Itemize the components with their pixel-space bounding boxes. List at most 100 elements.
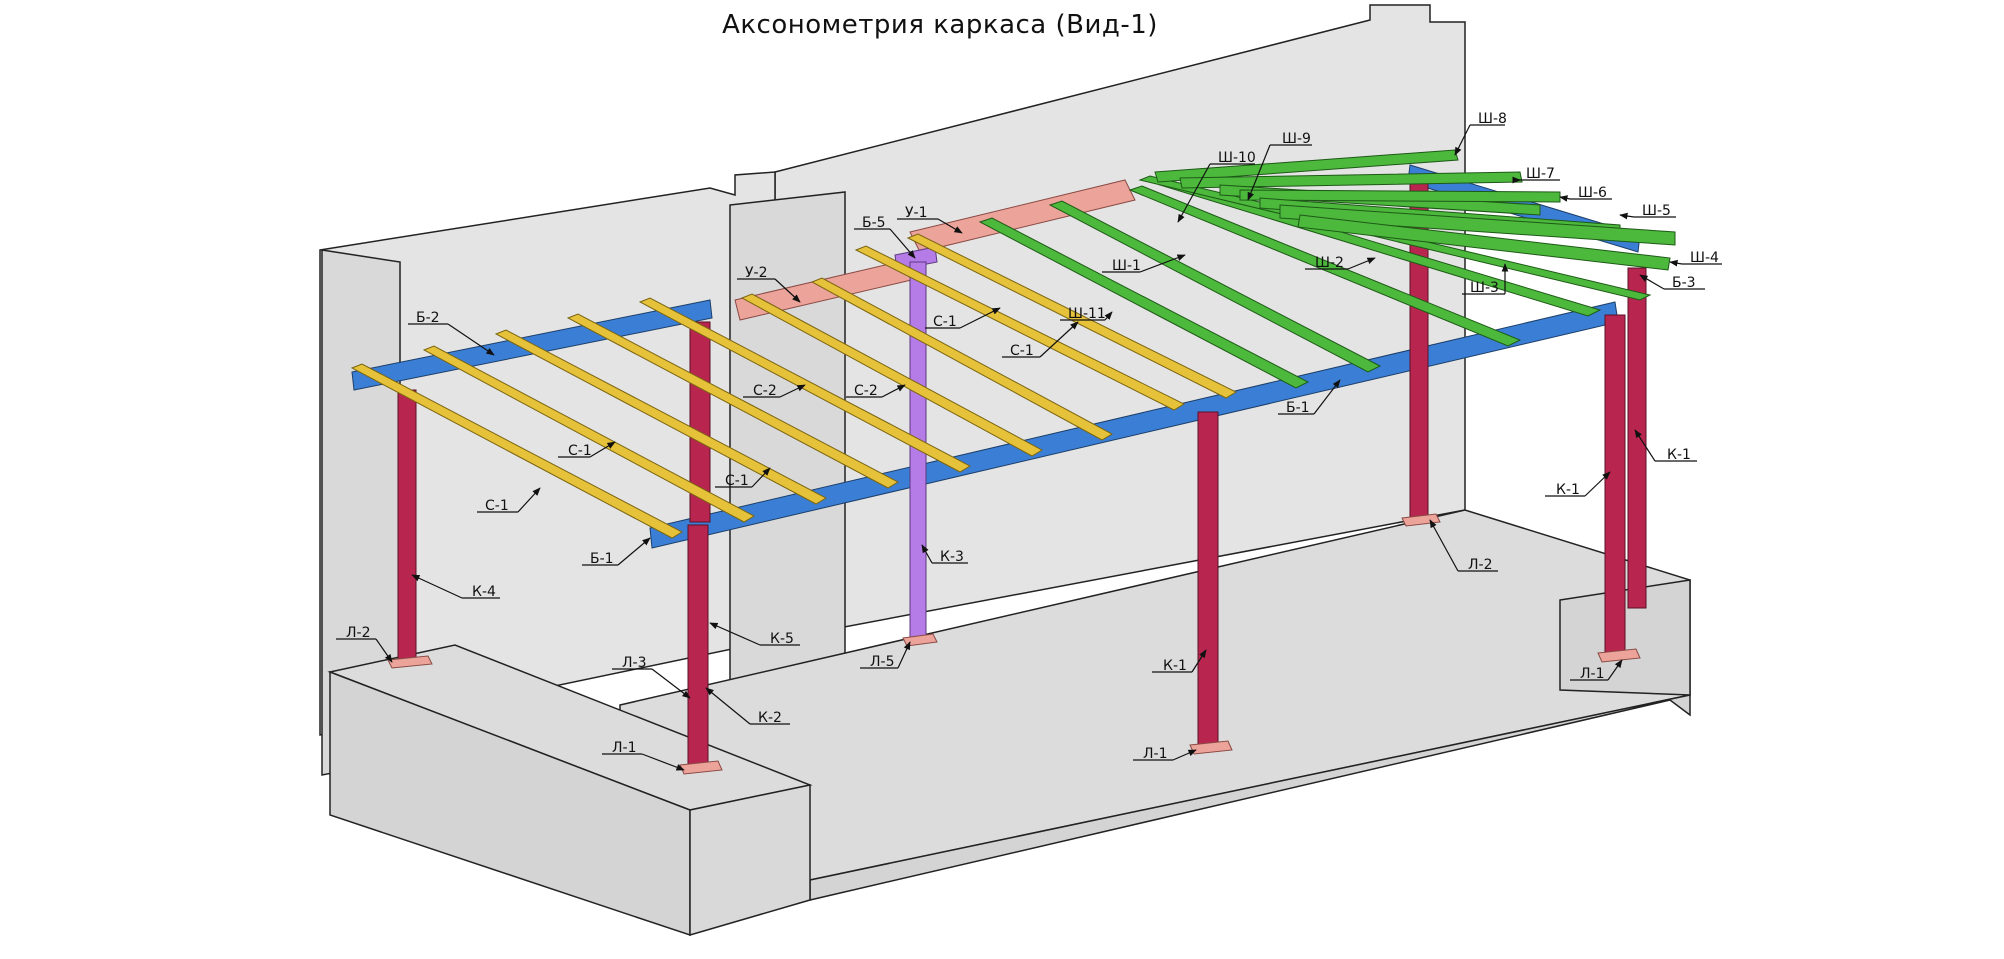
label-text-sh10: Ш-10 <box>1218 150 1256 166</box>
column-k5 <box>689 321 711 523</box>
label-k1a: К-1 <box>1152 649 1207 674</box>
label-leader-k1b <box>1584 471 1611 497</box>
label-text-l1b: Л-1 <box>1143 746 1168 762</box>
label-text-k5: К-5 <box>770 631 794 647</box>
label-leader-b1b <box>617 537 651 566</box>
concrete-structure <box>319 4 1691 937</box>
plate-l2-left <box>387 655 433 669</box>
rafter-sh8 <box>1154 149 1459 183</box>
rafter-sh11 <box>978 217 1310 389</box>
label-k4: К-4 <box>411 574 500 600</box>
label-text-sh2: Ш-2 <box>1315 255 1344 271</box>
label-c1d: С-1 <box>1002 321 1079 359</box>
label-c2a: С-2 <box>743 383 806 399</box>
rafter-sh4 <box>1279 204 1676 246</box>
label-l1a: Л-1 <box>602 740 685 771</box>
column-k2 <box>687 524 709 766</box>
label-b1a: Б-1 <box>1278 379 1341 416</box>
label-leader-k2 <box>705 687 751 725</box>
label-leader-k4 <box>411 574 463 599</box>
label-text-k1c: К-1 <box>1667 447 1691 463</box>
label-l3: Л-3 <box>612 655 691 699</box>
column-k1-right <box>1604 314 1626 656</box>
label-text-sh1: Ш-1 <box>1112 258 1141 274</box>
label-k5: К-5 <box>709 622 800 647</box>
label-text-l1c: Л-1 <box>1580 666 1605 682</box>
label-leader-sh8 <box>1454 124 1471 156</box>
purlin-3 <box>494 329 828 505</box>
label-text-l1a: Л-1 <box>612 740 637 756</box>
label-leader-k3 <box>921 544 933 564</box>
plate-l1-left <box>679 760 723 775</box>
rafters <box>978 149 1676 389</box>
label-u1: У-1 <box>897 205 963 234</box>
label-text-sh7: Ш-7 <box>1526 166 1555 182</box>
label-text-k1b: К-1 <box>1556 482 1580 498</box>
purlins <box>350 233 1238 539</box>
label-leader-b3 <box>1639 274 1665 290</box>
label-leader-sh1 <box>1139 254 1186 273</box>
label-text-c1b: С-1 <box>485 498 509 514</box>
label-text-sh11: Ш-11 <box>1068 306 1106 322</box>
label-leader-sh10 <box>1177 163 1211 223</box>
label-leader-l1c <box>1607 659 1623 681</box>
label-leader-c1d <box>1039 321 1079 358</box>
label-text-l2a: Л-2 <box>346 625 371 641</box>
label-b5: Б-5 <box>854 215 916 259</box>
labels-layer: Ш-8Ш-9Ш-10Ш-7Ш-6Ш-5Ш-4Б-3Ш-3Ш-2Ш-1Ш-11У-… <box>336 111 1722 771</box>
label-text-c1c: С-1 <box>933 314 957 330</box>
label-leader-b1a <box>1313 379 1341 415</box>
label-text-b1b: Б-1 <box>590 551 614 567</box>
left-plinth-side <box>689 784 811 936</box>
label-leader-b5 <box>889 228 916 259</box>
label-c1e: С-1 <box>715 467 771 489</box>
label-sh6: Ш-6 <box>1559 185 1612 202</box>
label-leader-l5 <box>897 641 911 669</box>
plate-l1-right <box>1597 648 1641 663</box>
label-k3: К-3 <box>921 544 968 565</box>
rafter-sh4b <box>1297 214 1671 271</box>
label-leader-l1b <box>1172 749 1197 761</box>
label-b2: Б-2 <box>408 310 495 356</box>
label-text-c2a: С-2 <box>753 383 777 399</box>
purlin-4 <box>566 313 900 489</box>
label-l1b: Л-1 <box>1133 746 1197 762</box>
purlin-2 <box>422 345 756 523</box>
rafter-sh2 <box>1128 185 1522 347</box>
rafter-sh1 <box>1048 200 1382 373</box>
drawing-title: Аксонометрия каркаса (Вид-1) <box>722 10 1158 40</box>
label-c1c: С-1 <box>925 307 1001 330</box>
label-c2b: С-2 <box>846 383 906 399</box>
label-text-sh6: Ш-6 <box>1578 185 1607 201</box>
label-sh10: Ш-10 <box>1177 150 1256 223</box>
label-text-u1: У-1 <box>905 205 928 221</box>
pad-u1 <box>909 179 1136 253</box>
label-text-sh4: Ш-4 <box>1690 250 1719 266</box>
label-leader-c2b <box>881 384 906 398</box>
label-text-c2b: С-2 <box>854 383 878 399</box>
purlin-7 <box>810 277 1114 441</box>
label-text-sh9: Ш-9 <box>1282 131 1311 147</box>
label-text-sh5: Ш-5 <box>1642 203 1671 219</box>
label-leader-sh2 <box>1347 257 1376 270</box>
label-leader-c2a <box>779 384 806 398</box>
label-text-l2b: Л-2 <box>1468 557 1493 573</box>
label-text-b5: Б-5 <box>862 215 886 231</box>
label-text-c1a: С-1 <box>568 443 592 459</box>
label-leader-sh4 <box>1669 259 1683 267</box>
label-l5: Л-5 <box>860 641 911 670</box>
label-leader-b2 <box>447 323 495 356</box>
label-text-sh8: Ш-8 <box>1478 111 1507 127</box>
label-text-b2: Б-2 <box>416 310 440 326</box>
label-l1c: Л-1 <box>1570 659 1623 682</box>
label-text-k2: К-2 <box>758 710 782 726</box>
label-sh3: Ш-3 <box>1462 263 1509 296</box>
label-k1b: К-1 <box>1545 471 1611 498</box>
label-leader-l3 <box>651 668 691 699</box>
label-leader-sh11 <box>1104 311 1113 321</box>
label-leader-sh6 <box>1559 195 1571 202</box>
label-b1b: Б-1 <box>582 537 651 567</box>
label-leader-l2b <box>1429 519 1459 572</box>
label-leader-c1b <box>517 487 541 513</box>
